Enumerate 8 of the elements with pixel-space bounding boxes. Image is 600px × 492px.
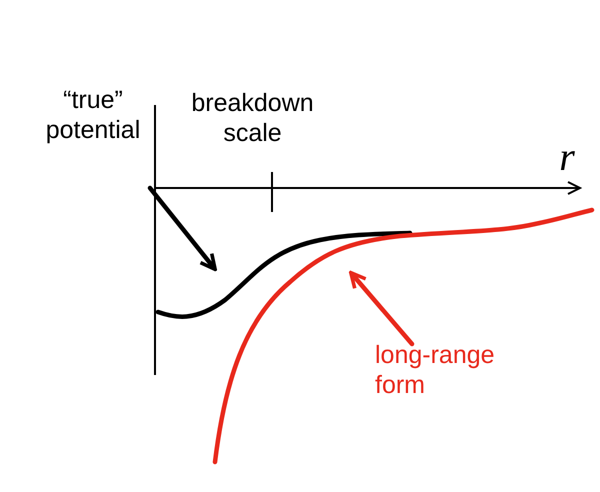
potential-curve bbox=[156, 230, 412, 319]
callout-text: “true” potential bbox=[28, 85, 158, 145]
leader-arrow bbox=[349, 270, 414, 346]
leader-arrow bbox=[148, 186, 217, 272]
annotation-text: breakdown scale bbox=[190, 88, 315, 148]
axis-label: r bbox=[558, 135, 576, 179]
callout-text: long-range form bbox=[375, 340, 525, 400]
potential-curve bbox=[212, 208, 594, 464]
